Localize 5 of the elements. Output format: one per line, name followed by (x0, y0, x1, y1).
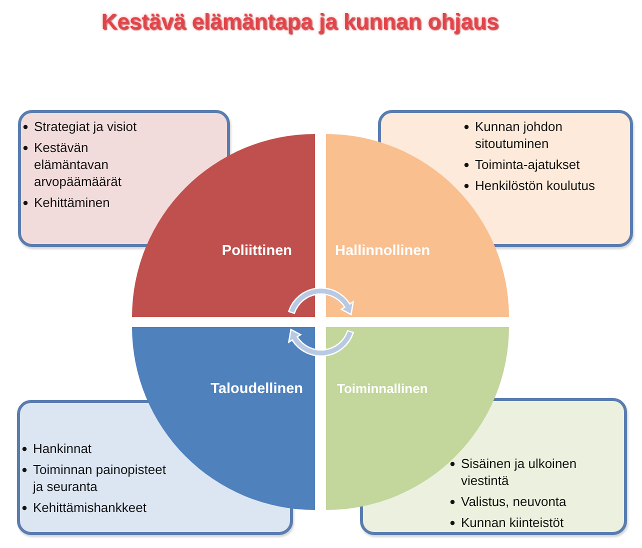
segment-label: Hallinnollinen (335, 242, 430, 260)
segment-label: Poliittinen (222, 242, 292, 260)
diagram-title: Kestävä elämäntapa ja kunnan ohjaus (100, 8, 500, 36)
segment-label: Toiminnallinen (337, 380, 428, 398)
segment-label: Taloudellinen (210, 380, 303, 398)
